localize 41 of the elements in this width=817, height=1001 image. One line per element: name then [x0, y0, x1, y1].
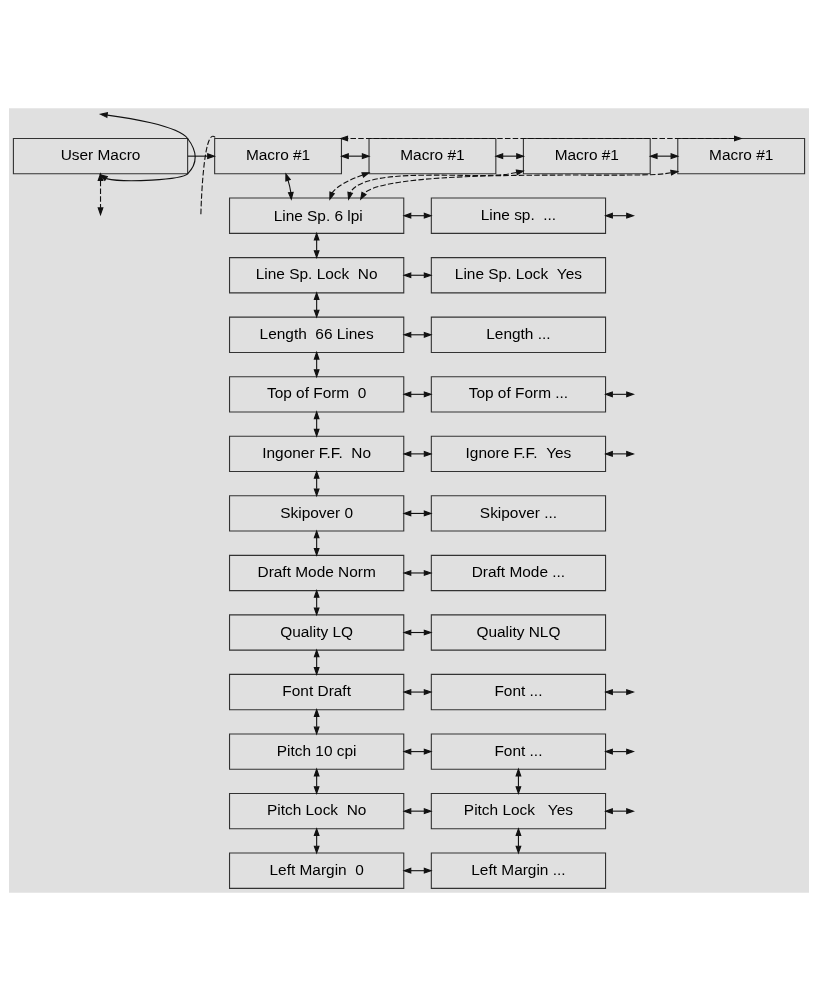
node-box: Pitch Lock Yes	[430, 792, 606, 830]
node-box: Font Draft	[228, 673, 404, 711]
node-box: Left Margin ...	[430, 852, 606, 889]
node-box: Pitch Lock No	[228, 792, 404, 830]
node-box: Quality NLQ	[430, 614, 606, 651]
node-box: Line Sp. Lock No	[228, 257, 404, 294]
arrow	[96, 172, 108, 217]
node-box: Ignore F.F. Yes	[430, 435, 606, 473]
node-box: Length 66 Lines	[228, 316, 404, 353]
arrow	[96, 112, 196, 182]
node-box: Macro #1	[522, 137, 651, 175]
node-box: Font ...	[430, 733, 606, 770]
node-box: Quality LQ	[228, 614, 404, 651]
arrow	[338, 135, 743, 142]
node-box: Left Margin 0	[228, 852, 404, 889]
node-box: Draft Mode ...	[430, 554, 606, 592]
connector	[199, 135, 216, 216]
node-box: Macro #1	[367, 137, 496, 175]
node-box: Macro #1	[213, 137, 342, 175]
arrow	[402, 688, 433, 696]
node-box: Skipover 0	[228, 495, 404, 532]
node-box: Line Sp. Lock Yes	[430, 257, 606, 294]
arrow	[402, 808, 433, 815]
arrow	[328, 172, 370, 201]
arrow	[402, 569, 433, 577]
node-box: Skipover ...	[430, 495, 606, 532]
node-box: Line Sp. 6 lpi	[228, 197, 404, 234]
arrow	[359, 169, 679, 201]
node-box: Length ...	[430, 316, 606, 353]
arrow	[346, 169, 525, 201]
arrow	[284, 172, 294, 201]
node-box: Ingoner F.F. No	[228, 435, 404, 473]
node-box: Font ...	[430, 673, 606, 711]
arrow	[186, 153, 216, 160]
node-box: User Macro	[12, 137, 188, 175]
arrow	[402, 450, 433, 457]
node-box: Line sp. ...	[430, 197, 606, 234]
node-box: Top of Form ...	[430, 376, 606, 413]
node-box: Pitch 10 cpi	[228, 733, 404, 770]
node-box: Draft Mode Norm	[228, 554, 404, 592]
node-box: Top of Form 0	[228, 376, 404, 413]
